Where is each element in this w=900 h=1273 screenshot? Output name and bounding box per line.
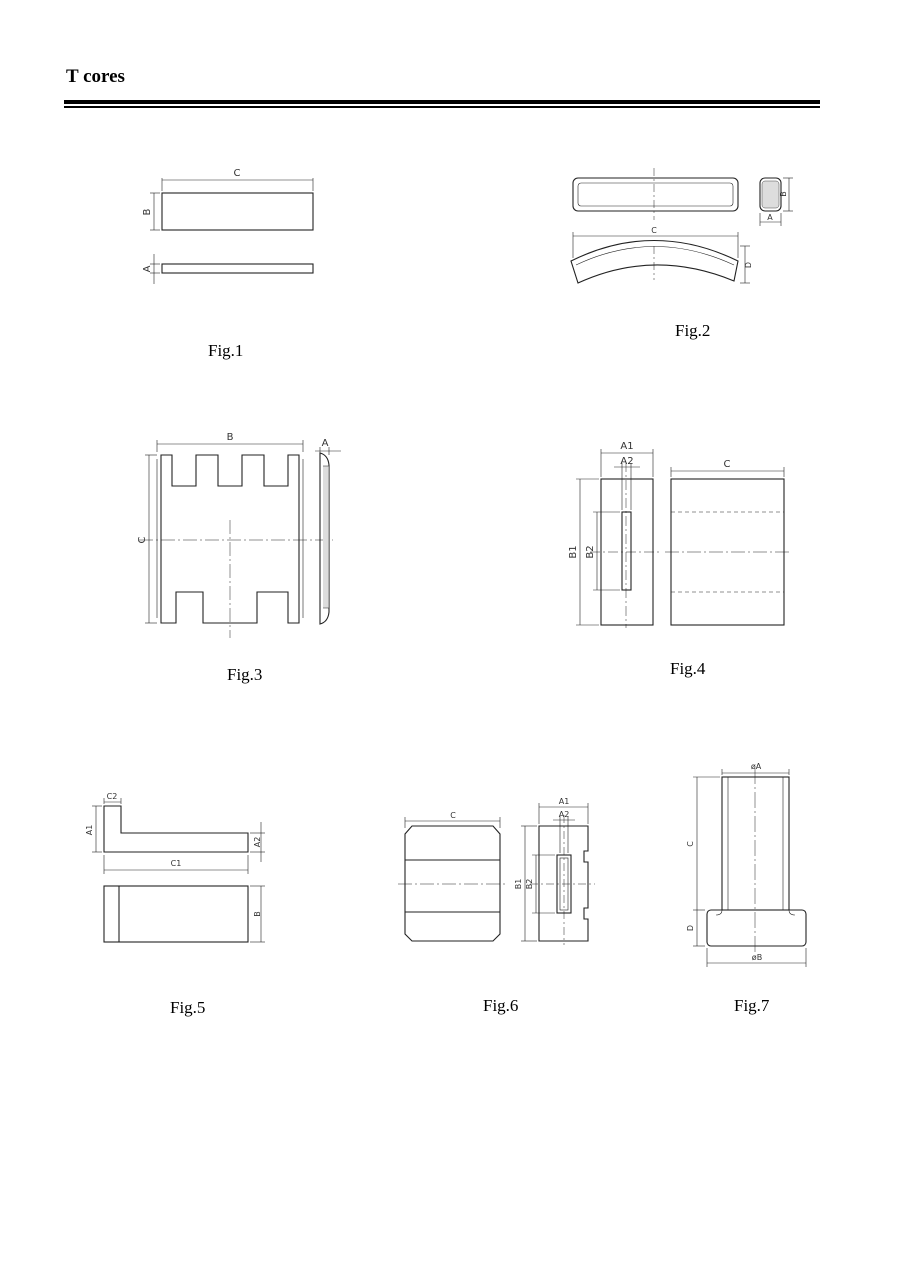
- fig4-dim-b1: B1: [568, 545, 579, 558]
- page-title: T cores: [66, 66, 125, 87]
- fig1-dim-a: A: [142, 265, 153, 272]
- fig2-dim-c: C: [651, 226, 657, 235]
- fig1-dim-c: C: [234, 168, 241, 179]
- fig1-drawing: [150, 178, 314, 284]
- fig6-caption: Fig.6: [483, 996, 519, 1015]
- fig1-caption: Fig.1: [208, 341, 244, 360]
- fig5-dim-a2: A2: [253, 837, 262, 848]
- fig4-dim-c: C: [724, 459, 731, 470]
- fig5-dim-c1: C1: [171, 859, 182, 868]
- fig3-dim-a: A: [322, 438, 329, 449]
- fig5-dim-c2: C2: [107, 792, 118, 801]
- fig6-drawing: [398, 803, 595, 945]
- header-rule-thin: [64, 106, 820, 108]
- fig2-dim-b: B: [779, 191, 788, 197]
- fig6-dim-a2: A2: [559, 810, 570, 819]
- fig3-dim-c: C: [137, 536, 148, 543]
- fig5-dim-a1: A1: [85, 825, 94, 836]
- fig5-caption: Fig.5: [170, 998, 206, 1017]
- fig4-caption: Fig.4: [670, 659, 706, 678]
- fig7-caption: Fig.7: [734, 996, 770, 1015]
- fig5-drawing: [92, 798, 265, 943]
- fig1-dim-b: B: [142, 208, 153, 215]
- fig7-dim-c: C: [686, 841, 695, 847]
- fig5-dim-b: B: [253, 911, 262, 917]
- fig2-dim-d: D: [744, 262, 753, 268]
- fig2-dim-a: A: [767, 213, 773, 222]
- fig7-dim-phi-a: øA: [751, 762, 762, 771]
- fig7-drawing: [693, 768, 807, 967]
- fig3-caption: Fig.3: [227, 665, 263, 684]
- fig6-dim-a1: A1: [559, 797, 570, 806]
- fig6-dim-c: C: [450, 811, 456, 820]
- fig7-dim-d: D: [686, 925, 695, 931]
- fig7-dim-phi-b: øB: [752, 953, 762, 962]
- fig3-drawing: [139, 440, 341, 638]
- fig2-caption: Fig.2: [675, 321, 711, 340]
- fig3-dim-b: B: [227, 432, 234, 443]
- fig4-dim-a2: A2: [620, 456, 633, 467]
- fig6-dim-b1: B1: [514, 879, 523, 890]
- fig2-drawing: [570, 168, 793, 284]
- fig4-dim-b2: B2: [585, 545, 596, 558]
- header-rule: [64, 100, 820, 104]
- fig4-dim-a1: A1: [620, 441, 633, 452]
- fig4-drawing: [576, 449, 790, 628]
- fig6-dim-b2: B2: [525, 879, 534, 890]
